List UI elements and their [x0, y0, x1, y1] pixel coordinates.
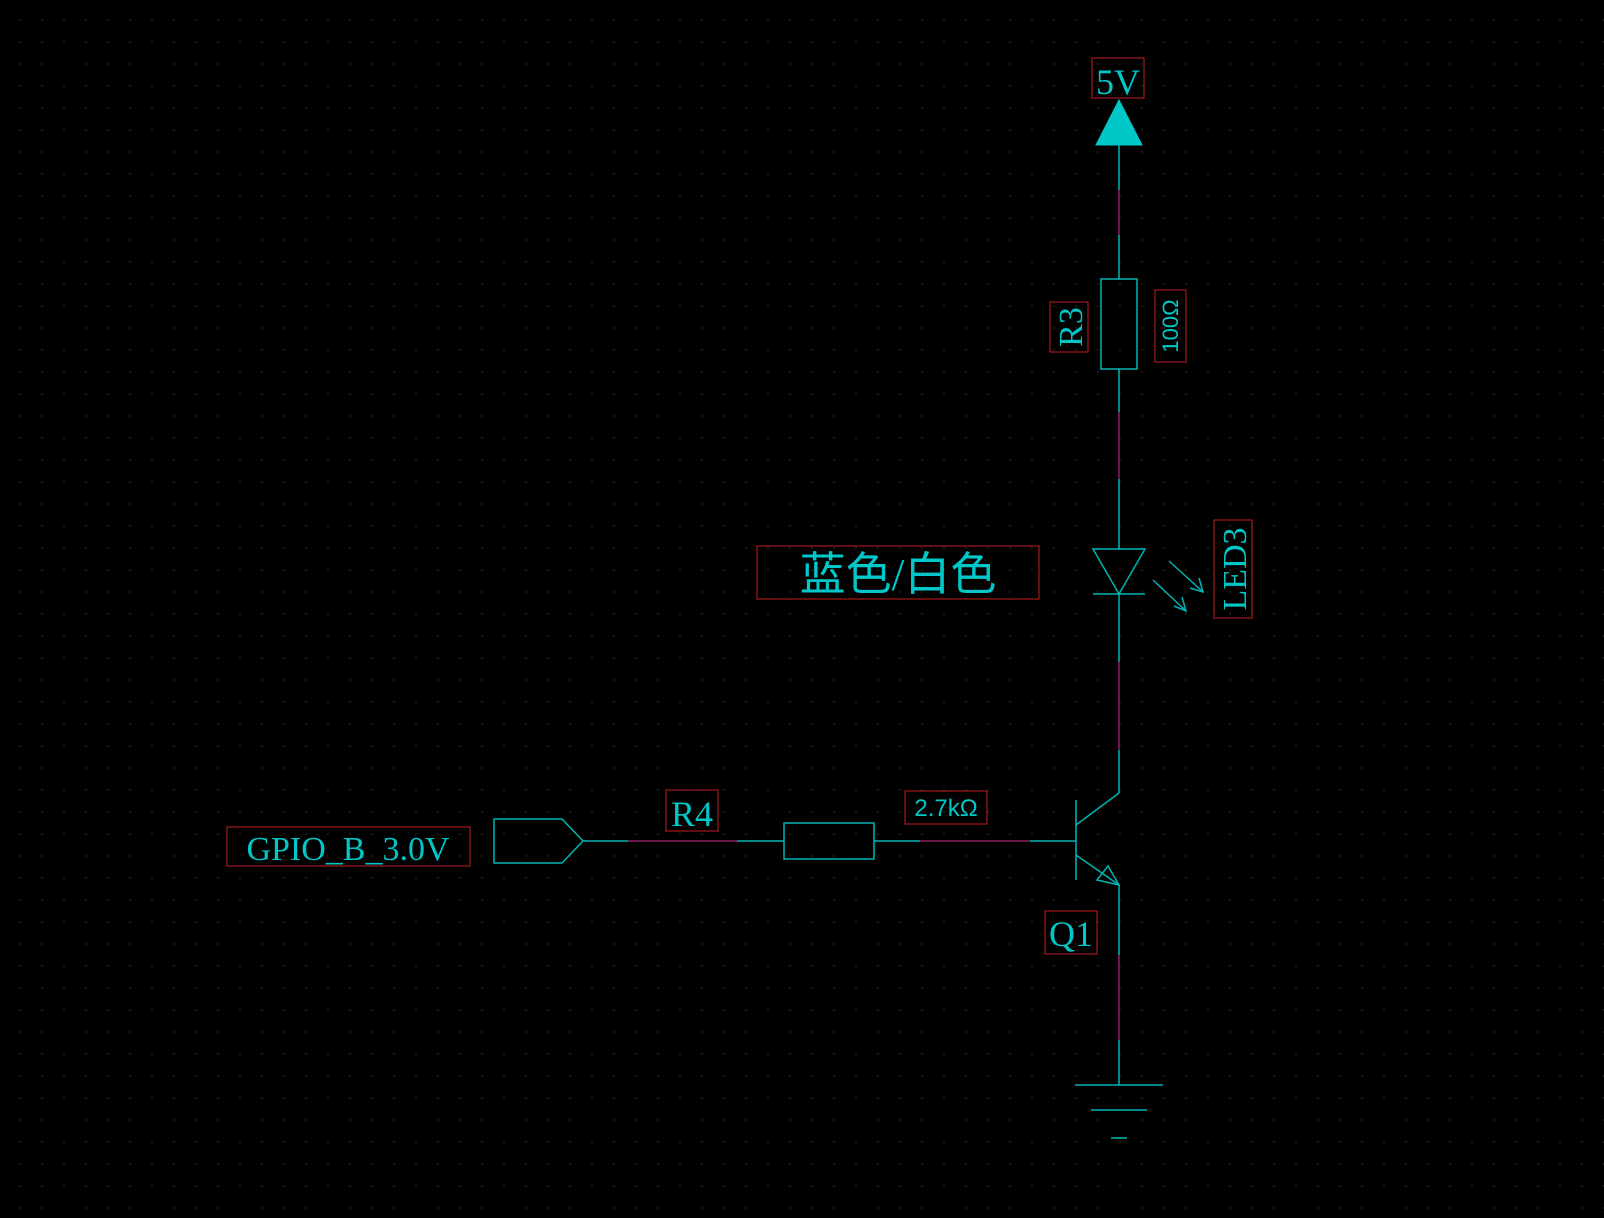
ground-icon[interactable]: [1075, 1084, 1163, 1139]
resistor-r4[interactable]: R4 2.7kΩ: [665, 789, 988, 860]
r3-value-box: [1154, 289, 1187, 363]
r3-designator: R3: [1053, 307, 1090, 347]
r4-value: 2.7kΩ: [914, 795, 977, 822]
r4-designator-box: [665, 789, 719, 832]
port-shape-icon: [493, 818, 585, 864]
r4-value-box: [904, 790, 988, 825]
q1-collector: [1075, 792, 1120, 826]
led3-note-box: [756, 545, 1040, 600]
led3-designator-box: [1213, 519, 1253, 619]
power-5v[interactable]: 5V: [1091, 57, 1145, 146]
q1-emitter: [1075, 854, 1120, 886]
resistor-r3[interactable]: R3 100Ω: [1049, 278, 1187, 370]
q1-designator: Q1: [1049, 914, 1093, 954]
r3-designator-box: [1049, 301, 1089, 353]
q1-designator-box: [1044, 910, 1098, 955]
port-label-box: [226, 826, 471, 867]
q1-emitter-arrow-icon: [1095, 864, 1121, 887]
port-label: GPIO_B_3.0V: [246, 831, 450, 868]
power-label-box: [1091, 57, 1145, 99]
led-diode-icon: [1091, 548, 1147, 596]
r3-value: 100Ω: [1158, 299, 1183, 352]
led3-color-note: 蓝色/白色: [800, 549, 997, 600]
led-led3[interactable]: LED3 蓝色/白色: [756, 519, 1254, 619]
r4-designator: R4: [671, 794, 713, 834]
power-label: 5V: [1096, 62, 1140, 102]
gpio-port[interactable]: GPIO_B_3.0V: [226, 818, 585, 868]
led3-designator: LED3: [1217, 527, 1254, 610]
led-emission-arrows-icon: [1152, 560, 1205, 613]
transistor-q1[interactable]: Q1: [1044, 792, 1121, 955]
